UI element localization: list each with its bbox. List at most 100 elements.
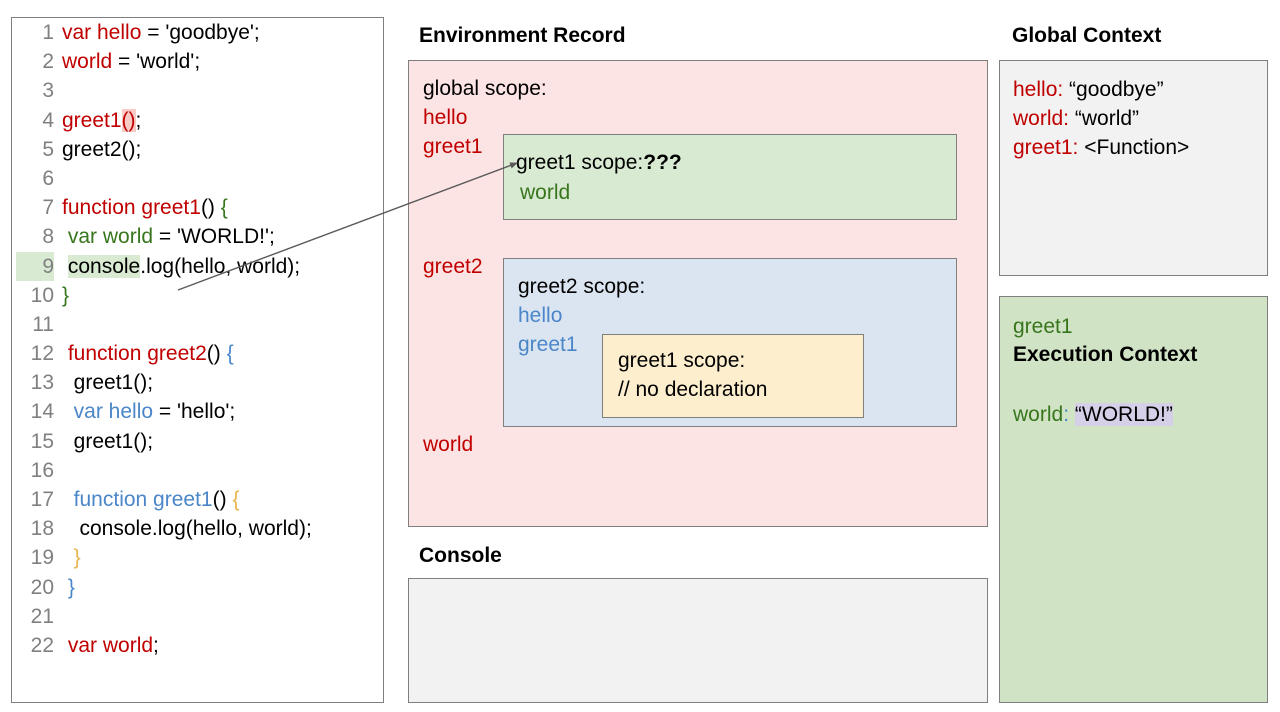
code-line[interactable]: 22 var world;: [12, 631, 383, 660]
code-token: (): [206, 342, 227, 366]
code-token: [62, 546, 74, 569]
code-token: [62, 400, 74, 423]
code-line-number: 15: [30, 429, 54, 453]
global-context-entry: world: “world”: [1013, 107, 1139, 131]
code-line[interactable]: 18 console.log(hello, world);: [12, 514, 383, 543]
code-token: = 'goodbye';: [141, 21, 260, 44]
code-token: greet2();: [62, 137, 142, 161]
code-token: {: [220, 196, 228, 220]
global-context-entry: greet1: <Function>: [1013, 136, 1189, 160]
code-token: (): [212, 488, 233, 511]
execution-context-variable-value: “WORLD!”: [1074, 403, 1173, 426]
global-context-entry-key: hello:: [1013, 78, 1064, 101]
code-line-number: 19: [30, 546, 54, 570]
global-context-title: Global Context: [1012, 24, 1162, 47]
code-token: = 'world';: [112, 50, 201, 74]
code-line[interactable]: 2 world = 'world';: [12, 47, 383, 76]
global-scope-var-hello: hello: [423, 106, 468, 129]
greet1-scope-title: greet1 scope:???: [516, 151, 682, 175]
code-token: var world: [67, 225, 154, 249]
code-line[interactable]: 12 function greet2() {: [12, 339, 383, 368]
greet1-scope-unknown-marker: ???: [643, 151, 682, 174]
code-token: ;: [135, 108, 142, 132]
code-token: world: [62, 50, 113, 74]
code-line[interactable]: 15 greet1();: [12, 427, 383, 456]
execution-context-box: greet1 Execution Context world: “WORLD!”: [999, 296, 1268, 703]
global-context-entry-value: <Function>: [1084, 136, 1190, 159]
code-line[interactable]: 14 var hello = 'hello';: [12, 397, 383, 426]
code-token: [62, 488, 74, 511]
code-line[interactable]: 13 greet1();: [12, 368, 383, 397]
code-token: greet1: [62, 108, 122, 132]
code-line[interactable]: 5 greet2();: [12, 135, 383, 164]
code-token: var world: [67, 633, 154, 657]
code-line[interactable]: 16: [12, 456, 383, 485]
code-line-number: 21: [30, 604, 54, 628]
greet1-scope-title-text: greet1 scope:: [516, 151, 644, 174]
code-line[interactable]: 10}: [12, 281, 383, 310]
code-line-number: 22: [30, 633, 54, 657]
nested-greet1-scope-title: greet1 scope:: [618, 349, 746, 372]
global-context-entry-value: “goodbye”: [1069, 78, 1164, 101]
code-line[interactable]: 9 console.log(hello, world);: [12, 251, 383, 281]
code-line[interactable]: 17 function greet1() {: [12, 485, 383, 514]
console-output-box[interactable]: [408, 578, 988, 703]
greet2-scope-title: greet2 scope:: [518, 275, 646, 298]
environment-record-title: Environment Record: [419, 24, 626, 47]
global-scope-var-world: world: [423, 433, 474, 456]
code-line-number: 1: [42, 21, 54, 44]
console-title: Console: [419, 544, 502, 567]
code-line-number: 2: [42, 50, 54, 74]
code-line[interactable]: 20 }: [12, 573, 383, 602]
code-line[interactable]: 3: [12, 76, 383, 105]
greet2-scope-var-hello: hello: [518, 304, 563, 327]
code-line[interactable]: 19 }: [12, 543, 383, 572]
code-token: console: [67, 254, 141, 278]
global-context-entry-value: “world”: [1074, 107, 1140, 130]
code-line-number: 20: [30, 575, 54, 599]
code-line-number: 4: [42, 108, 54, 132]
code-token: (): [200, 196, 221, 220]
greet1-scope-box: greet1 scope:??? world: [503, 134, 957, 220]
code-token: }: [67, 575, 75, 599]
code-line[interactable]: 11: [12, 310, 383, 339]
code-line-number: 14: [30, 400, 54, 424]
execution-context-function-name: greet1: [1013, 315, 1073, 338]
code-line-number: 16: [30, 458, 54, 482]
code-line[interactable]: 6: [12, 164, 383, 193]
code-line-number: 10: [30, 283, 54, 307]
code-line-number: 3: [42, 79, 54, 103]
execution-context-variable-colon: :: [1063, 403, 1070, 426]
code-token: var hello: [73, 400, 154, 424]
code-token: (): [121, 108, 136, 132]
code-line-number: 12: [30, 342, 54, 366]
code-line-number: 18: [30, 517, 54, 541]
global-context-entry-key: world:: [1013, 107, 1070, 130]
code-line-number: 6: [42, 166, 54, 190]
code-token: }: [73, 546, 81, 570]
code-line[interactable]: 4 greet1();: [12, 106, 383, 135]
code-line-number: 11: [32, 312, 54, 336]
global-context-box: hello: “goodbye” world: “world” greet1: …: [999, 60, 1268, 276]
code-line[interactable]: 21: [12, 602, 383, 631]
code-line-number: 13: [30, 371, 54, 395]
code-line[interactable]: 8 var world = 'WORLD!';: [12, 222, 383, 251]
code-line-number: 9: [16, 251, 54, 281]
nested-greet1-scope-box: greet1 scope: // no declaration: [602, 334, 864, 418]
code-token: greet1();: [62, 429, 154, 453]
code-line-number: 8: [42, 225, 54, 249]
environment-record-box: global scope: hello greet1 greet2 world …: [408, 60, 988, 527]
greet1-scope-var-world: world: [520, 181, 571, 204]
global-context-entry-key: greet1:: [1013, 136, 1079, 159]
code-line-number: 5: [42, 137, 54, 161]
global-scope-label: global scope:: [423, 77, 547, 100]
code-token: = 'WORLD!';: [153, 225, 275, 249]
code-token: = 'hello';: [153, 400, 236, 424]
code-token: }: [62, 283, 70, 307]
greet2-scope-box: greet2 scope: hello greet1 greet1 scope:…: [503, 258, 957, 427]
code-token: ;: [153, 633, 159, 657]
